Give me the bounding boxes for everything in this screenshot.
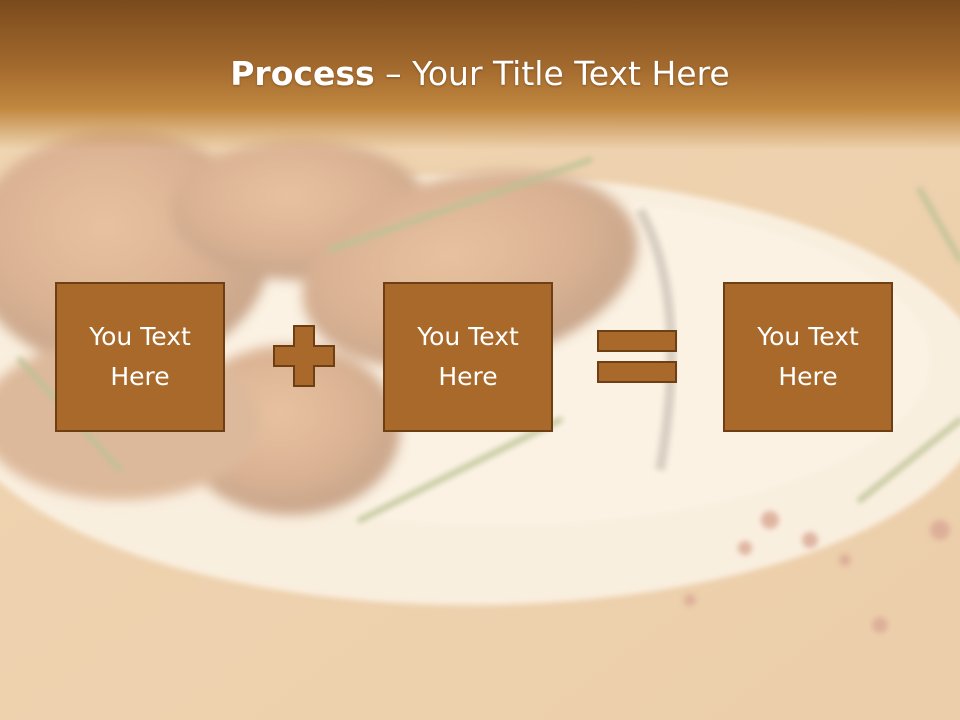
title-band [0,0,960,150]
process-box-2-text: You Text Here [417,322,519,391]
process-box-1: You Text Here [55,282,225,432]
process-box-3: You Text Here [723,282,893,432]
slide-title: Process – Your Title Text Here [0,52,960,96]
plus-icon [273,325,335,387]
process-box-2: You Text Here [383,282,553,432]
title-rest: – Your Title Text Here [374,54,730,93]
title-bold: Process [230,54,375,93]
process-box-1-text: You Text Here [89,322,191,391]
equals-icon [597,330,677,383]
process-box-3-text: You Text Here [757,322,859,391]
